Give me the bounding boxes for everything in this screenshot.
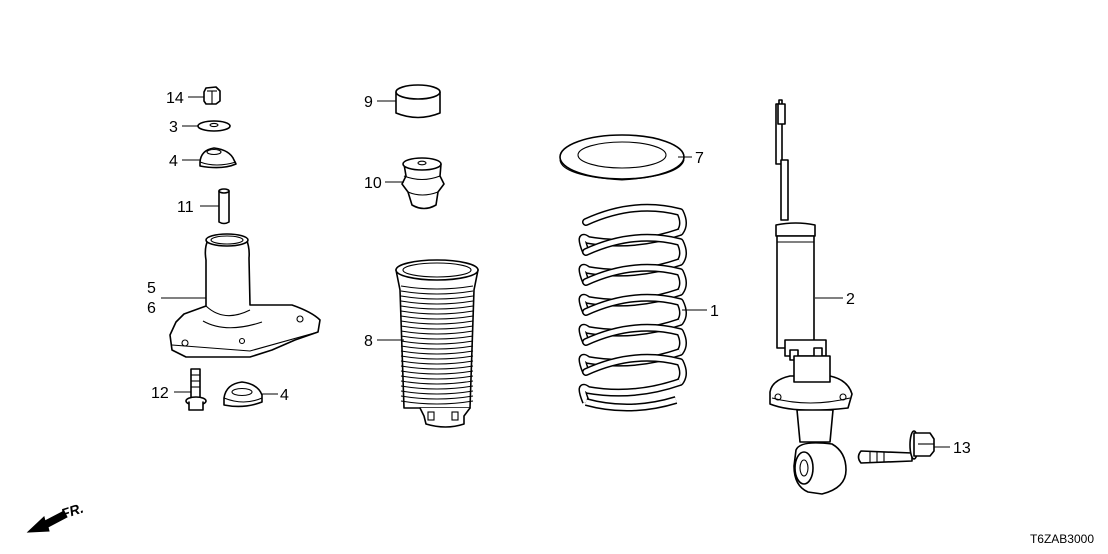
part-3-washer: [197, 120, 231, 132]
part-1-coil-spring: [578, 203, 687, 412]
spring-coil-back: [583, 295, 686, 325]
boot-rib: [400, 295, 474, 300]
leader-lines: [161, 96, 950, 448]
front-direction-indicator: FR.: [26, 500, 85, 533]
callout-14: 14: [166, 90, 184, 107]
boot-rib: [400, 375, 474, 380]
boot-rib: [400, 355, 474, 360]
part-14-nut: [203, 86, 221, 105]
boot-rib: [400, 400, 474, 405]
boot-rib: [400, 345, 474, 350]
part-12-flange-bolt: [185, 368, 207, 411]
front-arrow-icon: [26, 510, 68, 533]
callout-12: 12: [151, 385, 169, 402]
spring-coil-back: [583, 235, 686, 265]
callout-3: 3: [169, 119, 178, 136]
spring-coil-bottom: [585, 397, 677, 410]
boot-rib: [400, 305, 474, 310]
part-4-lower-bushing: [223, 381, 263, 408]
part-4-upper-bushing: [199, 147, 237, 169]
front-direction-label: FR.: [59, 500, 85, 522]
callout-13: 13: [953, 440, 971, 457]
part-9-bump-stop-cap: [395, 84, 441, 119]
boot-rib: [400, 390, 474, 395]
part-8-dust-boot: [395, 259, 479, 428]
spring-coil-back: [583, 355, 686, 385]
boot-rib: [400, 365, 474, 370]
part-10-bump-stopper: [401, 157, 445, 210]
callout-6: 6: [147, 300, 156, 317]
boot-rib: [400, 360, 474, 365]
callout-5: 5: [147, 280, 156, 297]
part-11-collar: [218, 188, 230, 225]
boot-rib: [400, 330, 474, 335]
boot-rib: [400, 320, 474, 325]
part-7-spring-seat: [559, 134, 685, 181]
part-2-shock-absorber: [769, 99, 853, 495]
boot-rib: [400, 335, 474, 340]
callout-8: 8: [364, 333, 373, 350]
callout-11: 11: [177, 199, 194, 216]
callout-9: 9: [364, 94, 373, 111]
boot-rib: [400, 350, 474, 355]
boot-rib: [400, 300, 474, 305]
boot-rib: [400, 310, 474, 315]
part-5-6-upper-mount: [169, 233, 321, 358]
spring-coil-back: [583, 265, 686, 295]
boot-rib: [400, 395, 474, 400]
boot-rib: [400, 370, 474, 375]
spring-coil-back: [583, 325, 686, 355]
callout-4-lower: 4: [280, 387, 289, 404]
callout-7: 7: [695, 150, 704, 167]
part-13-flange-bolt: [857, 430, 935, 464]
boot-rib: [400, 380, 474, 385]
boot-rib: [400, 315, 474, 320]
callout-numbers: 14 3 4 11 5 6 12 4 9 10 8 7 1 2 13: [147, 90, 971, 457]
boot-rib: [400, 325, 474, 330]
callout-2: 2: [846, 291, 855, 308]
boot-rib: [400, 285, 474, 290]
callout-1: 1: [710, 303, 719, 320]
spring-coil-back: [583, 205, 686, 235]
boot-rib: [400, 290, 474, 295]
spring-coil-front: [580, 379, 681, 403]
boot-rib: [400, 340, 474, 345]
callout-10: 10: [364, 175, 382, 192]
diagram-code: T6ZAB3000: [1030, 532, 1094, 546]
boot-rib: [400, 385, 474, 390]
callout-4-upper: 4: [169, 153, 178, 170]
